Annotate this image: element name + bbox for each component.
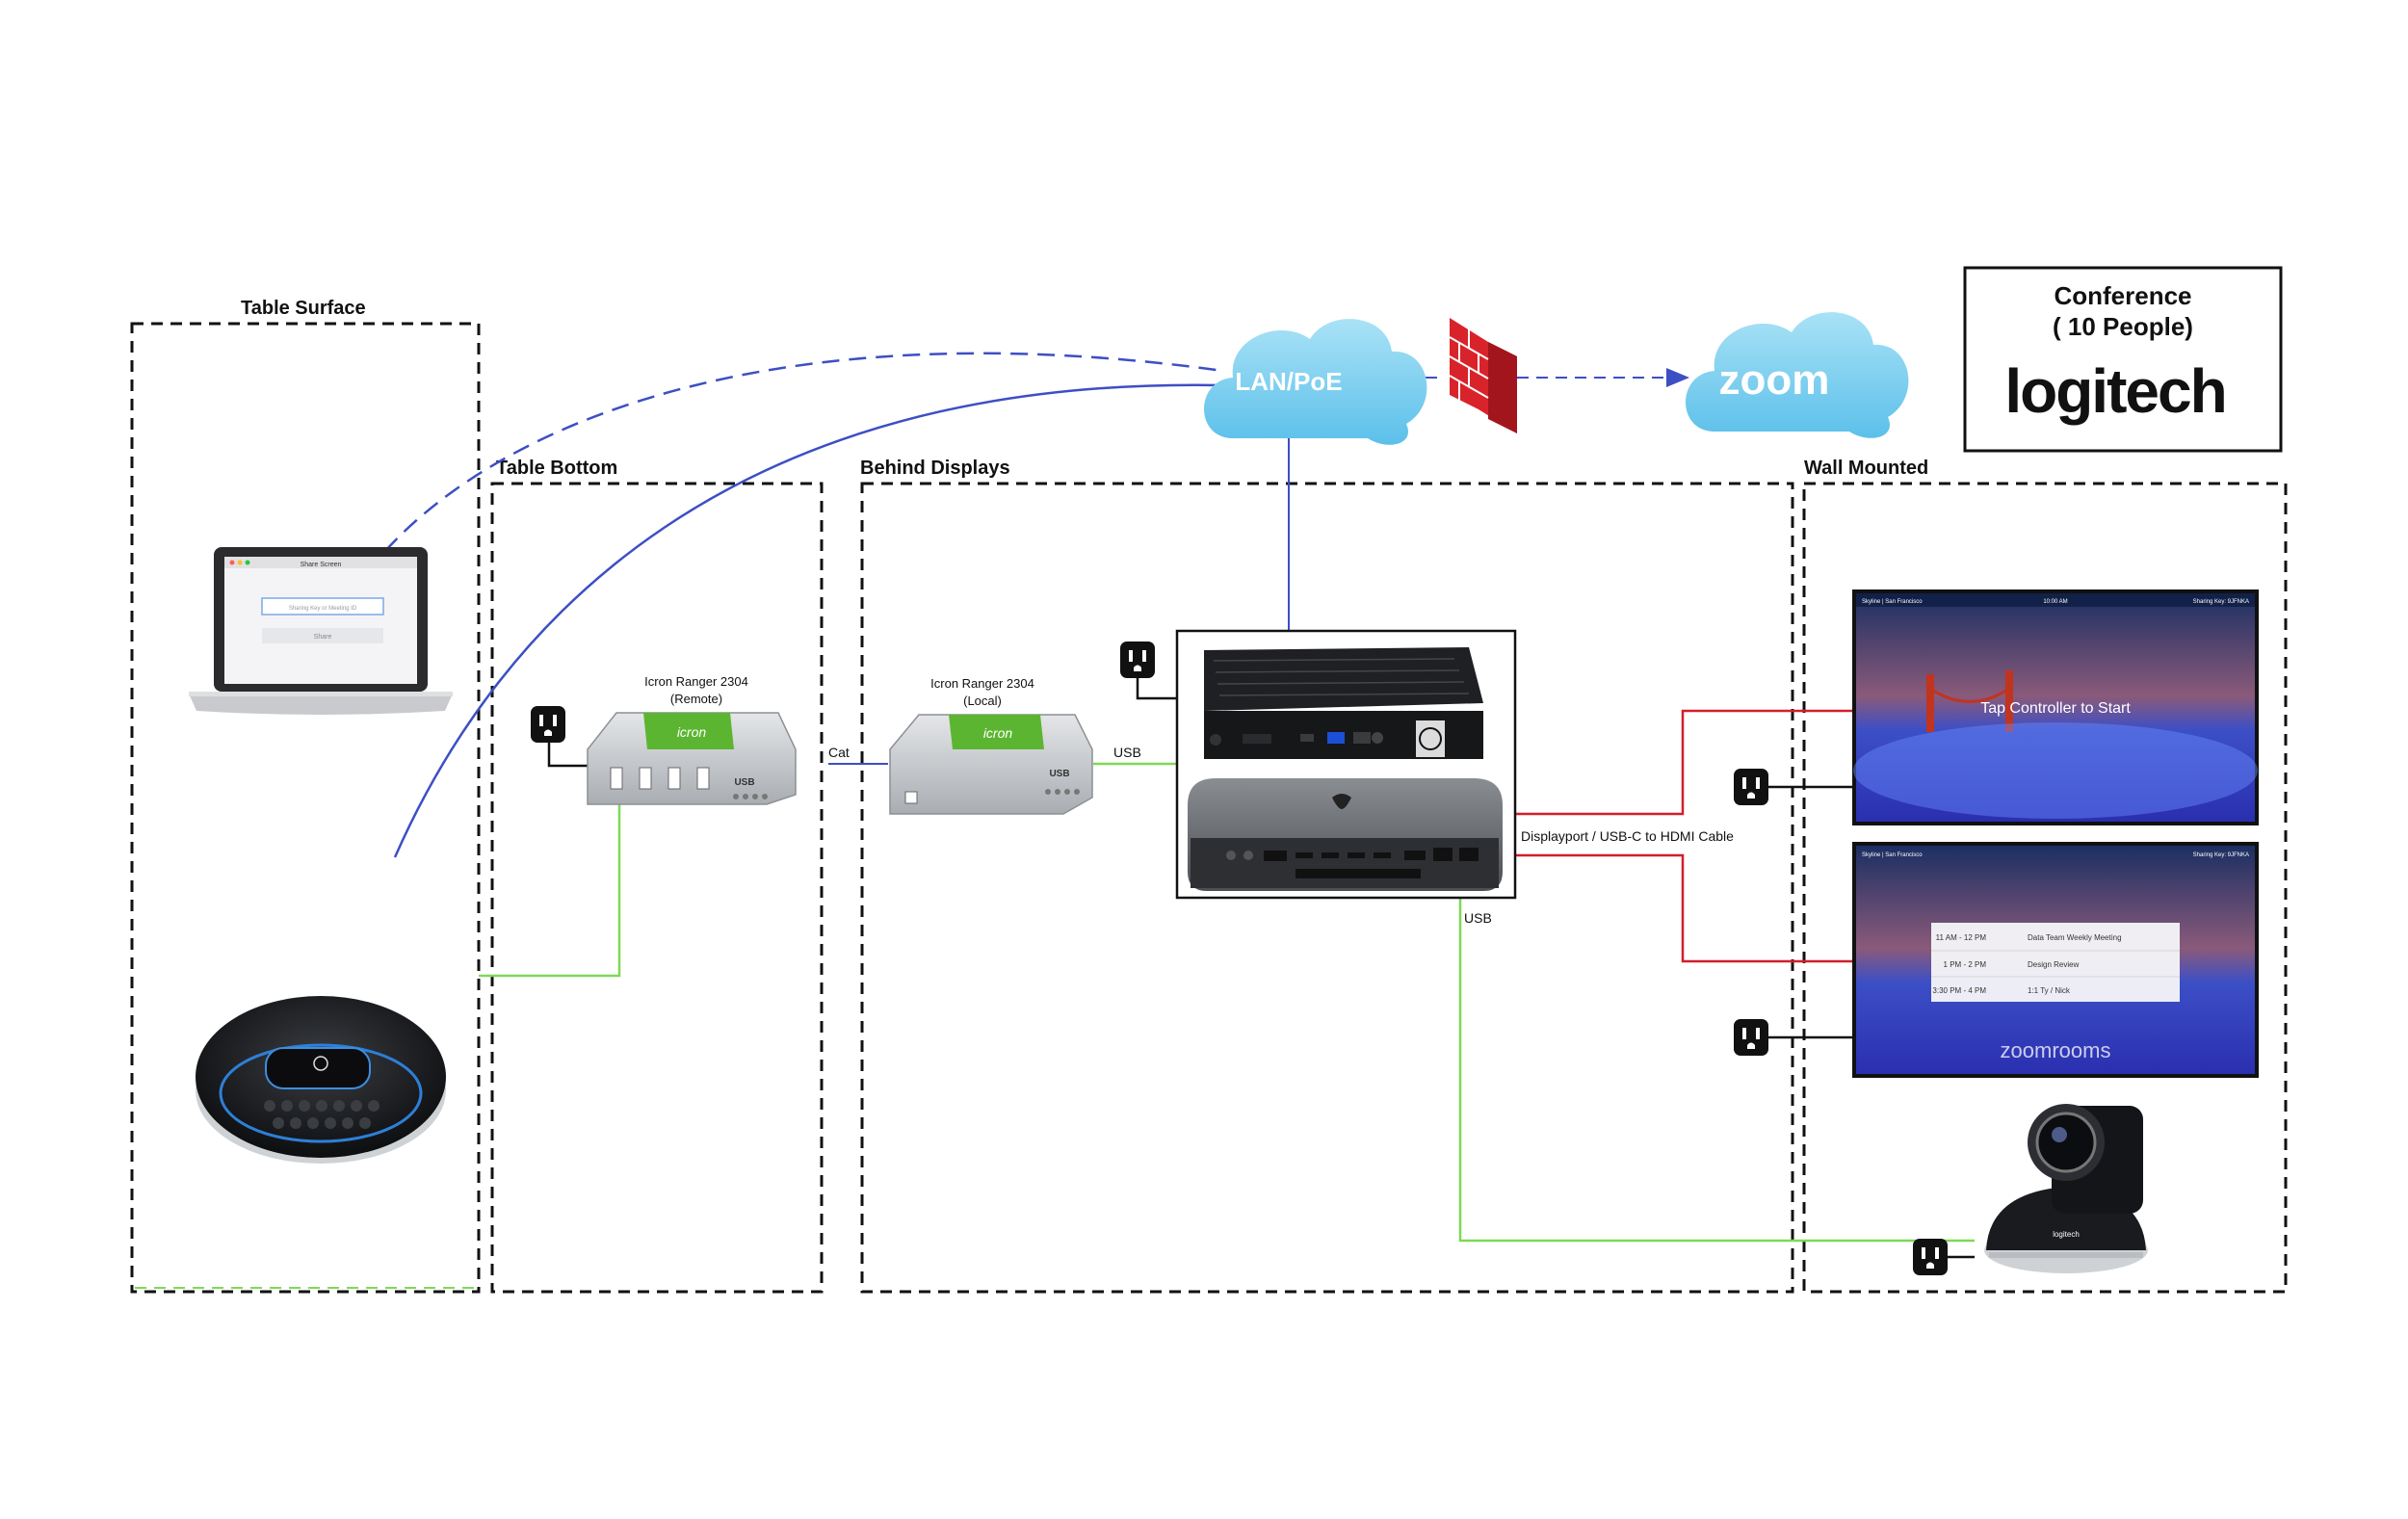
hdmi-line-bottom-display <box>1515 853 1852 963</box>
power-outlet-icon <box>1120 642 1155 678</box>
zone-wall-mounted: Wall Mounted <box>1802 458 2288 1294</box>
network-cable-line <box>393 383 1224 858</box>
meeting-title: 1:1 Ty / Nick <box>2028 986 2071 995</box>
conference-title: Conference <box>2054 281 2191 310</box>
cat-label: Cat <box>828 745 850 760</box>
zone-table-bottom: Table Bottom <box>490 458 824 1294</box>
laptop-sharing-input[interactable] <box>261 597 384 615</box>
zone-title-wall-mounted: Wall Mounted <box>1804 458 1928 479</box>
mac-mini <box>1188 778 1503 891</box>
meeting-title: Data Team Weekly Meeting <box>2028 933 2122 942</box>
zone-table-surface: Table Surface <box>130 298 481 1294</box>
camera-brand: logitech <box>2053 1230 2080 1239</box>
logitech-logo: logitech <box>2004 356 2225 426</box>
laptop-share-button[interactable] <box>262 628 383 643</box>
display-bottom-sharing-key: Sharing Key: 9JFNKA <box>2193 852 2249 858</box>
lan-cloud-label: LAN/PoE <box>1235 367 1342 396</box>
zoom-cloud: zoom <box>1686 312 1909 438</box>
hdmi-line-top-display <box>1515 709 1852 816</box>
conference-info-box: Conference ( 10 People) logitech <box>1963 266 2283 453</box>
display-top-sharing-key: Sharing Key: 9JFNKA <box>2193 599 2249 605</box>
laptop: Share Screen Sharing Key or Meeting ID S… <box>189 547 453 715</box>
icron-remote-badge: USB <box>734 777 754 788</box>
zoomrooms-logo: zoomrooms <box>2001 1038 2111 1062</box>
icron-remote-brand: icron <box>677 724 707 740</box>
zoom-cloud-label: zoom <box>1719 356 1830 404</box>
icron-ranger-remote: Icron Ranger 2304 (Remote) icron USB <box>587 674 797 805</box>
icron-remote-role: (Remote) <box>670 692 722 706</box>
pc-to-camera-usb-line <box>1458 896 1975 1243</box>
meeting-row[interactable]: 1 PM - 2 PM Design Review <box>1944 960 2080 969</box>
laptop-share-label: Share <box>314 634 332 641</box>
laptop-window-title: Share Screen <box>301 562 342 568</box>
power-outlet-icon <box>1734 769 1768 805</box>
icron-ranger-local: Icron Ranger 2304 (Local) icron USB <box>889 676 1093 815</box>
meeting-time: 1 PM - 2 PM <box>1944 960 1987 969</box>
icron-local-badge: USB <box>1049 769 1069 779</box>
speaker-usb-line <box>479 782 621 978</box>
zone-title-table-surface: Table Surface <box>241 298 366 319</box>
power-outlet-icon <box>1734 1019 1768 1056</box>
icron-local-name: Icron Ranger 2304 <box>930 676 1034 691</box>
dell-mini-pc <box>1204 647 1483 759</box>
laptop-input-placeholder: Sharing Key or Meeting ID <box>289 606 357 612</box>
zone-behind-displays: Behind Displays <box>860 458 1794 1294</box>
hdmi-cable-label: Displayport / USB-C to HDMI Cable <box>1521 828 1734 844</box>
lan-poe-cloud: LAN/PoE <box>1204 319 1427 445</box>
power-line-remote <box>547 742 589 768</box>
icron-remote-name: Icron Ranger 2304 <box>644 674 748 689</box>
meeting-row[interactable]: 11 AM - 12 PM Data Team Weekly Meeting <box>1936 933 2122 942</box>
speakerphone <box>196 996 446 1164</box>
display-top-cta: Tap Controller to Start <box>1980 700 2131 717</box>
zone-title-table-bottom: Table Bottom <box>496 458 617 479</box>
usb-camera-label: USB <box>1464 910 1492 926</box>
display-bottom: Skyline | San Francisco Sharing Key: 9JF… <box>1852 842 2259 1078</box>
icron-local-brand: icron <box>983 725 1013 741</box>
meeting-time: 11 AM - 12 PM <box>1936 933 1987 942</box>
display-top: Skyline | San Francisco 10:00 AM Sharing… <box>1852 589 2259 825</box>
usb-local-label: USB <box>1113 745 1141 760</box>
power-outlet-icon <box>1913 1239 1948 1275</box>
ptz-camera: logitech <box>1984 1104 2148 1273</box>
zone-title-behind-displays: Behind Displays <box>860 458 1010 479</box>
wifi-link-line <box>384 352 1224 552</box>
display-top-location: Skyline | San Francisco <box>1862 599 1923 605</box>
firewall-icon <box>1449 318 1517 433</box>
power-outlet-icon <box>531 706 565 743</box>
meeting-title: Design Review <box>2028 960 2080 969</box>
meeting-row[interactable]: 3:30 PM - 4 PM 1:1 Ty / Nick <box>1932 986 2070 995</box>
display-bottom-location: Skyline | San Francisco <box>1862 852 1923 858</box>
power-line-pc <box>1136 677 1177 700</box>
display-top-time: 10:00 AM <box>2043 599 2067 605</box>
icron-local-role: (Local) <box>963 694 1002 708</box>
meeting-time: 3:30 PM - 4 PM <box>1932 986 1986 995</box>
meeting-list <box>1931 923 2180 1002</box>
conference-capacity: ( 10 People) <box>2053 312 2193 341</box>
